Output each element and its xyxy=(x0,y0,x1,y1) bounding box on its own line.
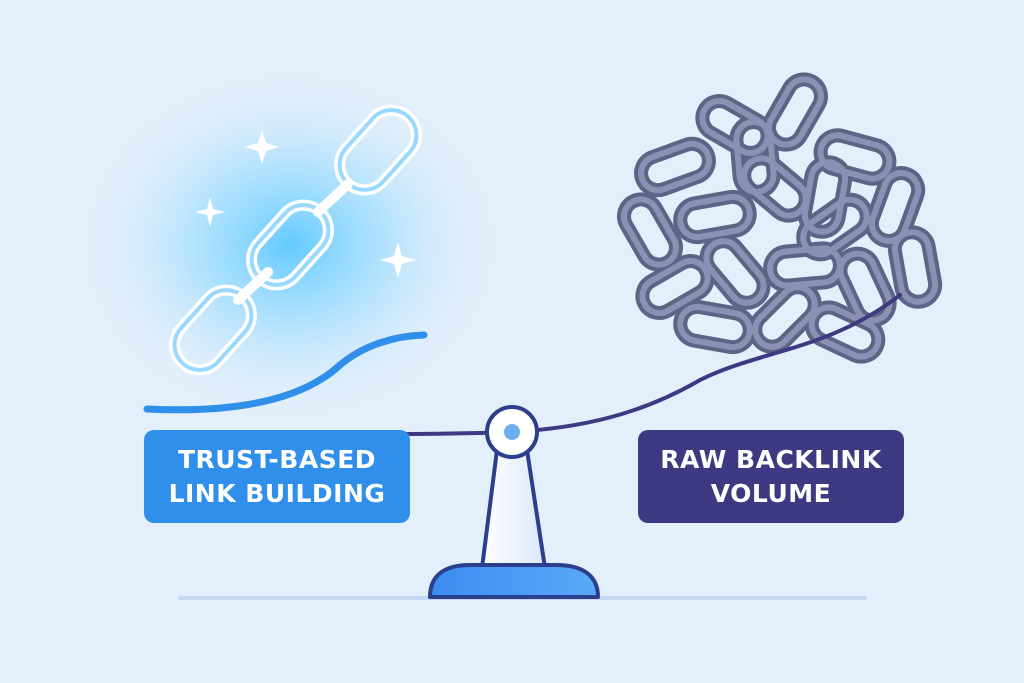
trust-based-label: TRUST-BASED LINK BUILDING xyxy=(144,430,410,523)
trust-based-line-1: TRUST-BASED xyxy=(177,444,377,474)
beam-line xyxy=(398,293,902,436)
raw-backlink-line-1: RAW BACKLINK xyxy=(660,444,882,474)
sparkle-icon xyxy=(195,130,416,278)
beam-left-curve xyxy=(143,331,428,414)
trust-based-line-2: LINK BUILDING xyxy=(168,478,386,508)
glowing-chain-icon xyxy=(169,104,422,376)
raw-backlink-label: RAW BACKLINK VOLUME xyxy=(638,430,904,523)
tangled-chain-pile-icon xyxy=(617,72,943,364)
chain-glow xyxy=(80,70,500,420)
raw-backlink-line-2: VOLUME xyxy=(710,478,832,508)
balance-scale-icon xyxy=(428,405,600,599)
